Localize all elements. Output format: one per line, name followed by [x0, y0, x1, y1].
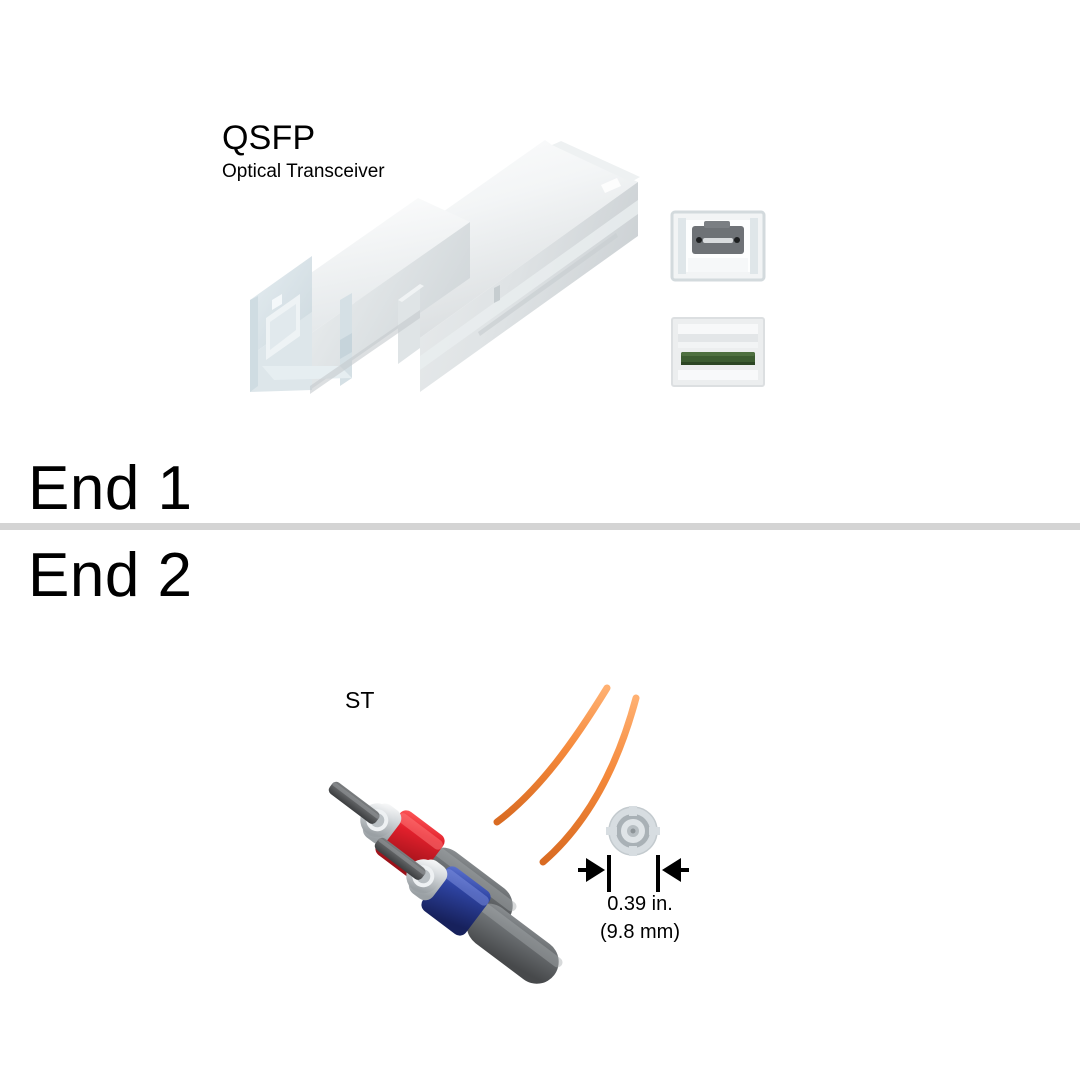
module-top-notch [601, 178, 621, 193]
dimension-label: 0.39 in. (9.8 mm) [565, 890, 715, 946]
fiber-cables [493, 684, 640, 866]
dimension-arrow-left [586, 858, 605, 882]
st-connector-red [328, 781, 517, 928]
dimension-callout [578, 806, 689, 892]
dimension-arrow-right [662, 858, 681, 882]
fiber-cable-2 [539, 694, 640, 866]
module-seam [478, 233, 618, 336]
st-endface-view [606, 806, 660, 856]
module-side-face [420, 182, 638, 392]
module-front-sleeve-side [310, 222, 470, 390]
end1-label: End 1 [28, 454, 193, 523]
dimension-value-imperial: 0.39 in. [607, 893, 673, 915]
end2-label: End 2 [28, 541, 193, 610]
qsfp-title: QSFP [222, 119, 316, 157]
module-side-notch [494, 285, 500, 303]
section-divider [0, 523, 1080, 530]
module-front-sleeve-top [258, 198, 470, 334]
qsfp-subtitle: Optical Transceiver [222, 161, 385, 182]
inset-rear-connector-view [671, 317, 765, 387]
inset-front-port-view [670, 210, 766, 282]
module-side-band [420, 200, 638, 370]
module-shoulder [398, 284, 420, 364]
module-lid-ridge [552, 141, 640, 182]
bail-latch [250, 256, 352, 392]
module-bottom-edge [310, 310, 420, 394]
fiber-cable-1 [493, 684, 611, 826]
st-connector-blue [374, 837, 563, 984]
st-connector-title: ST [345, 687, 375, 713]
pcb-edge-connector [597, 200, 634, 247]
dimension-value-metric: (9.8 mm) [600, 921, 680, 943]
